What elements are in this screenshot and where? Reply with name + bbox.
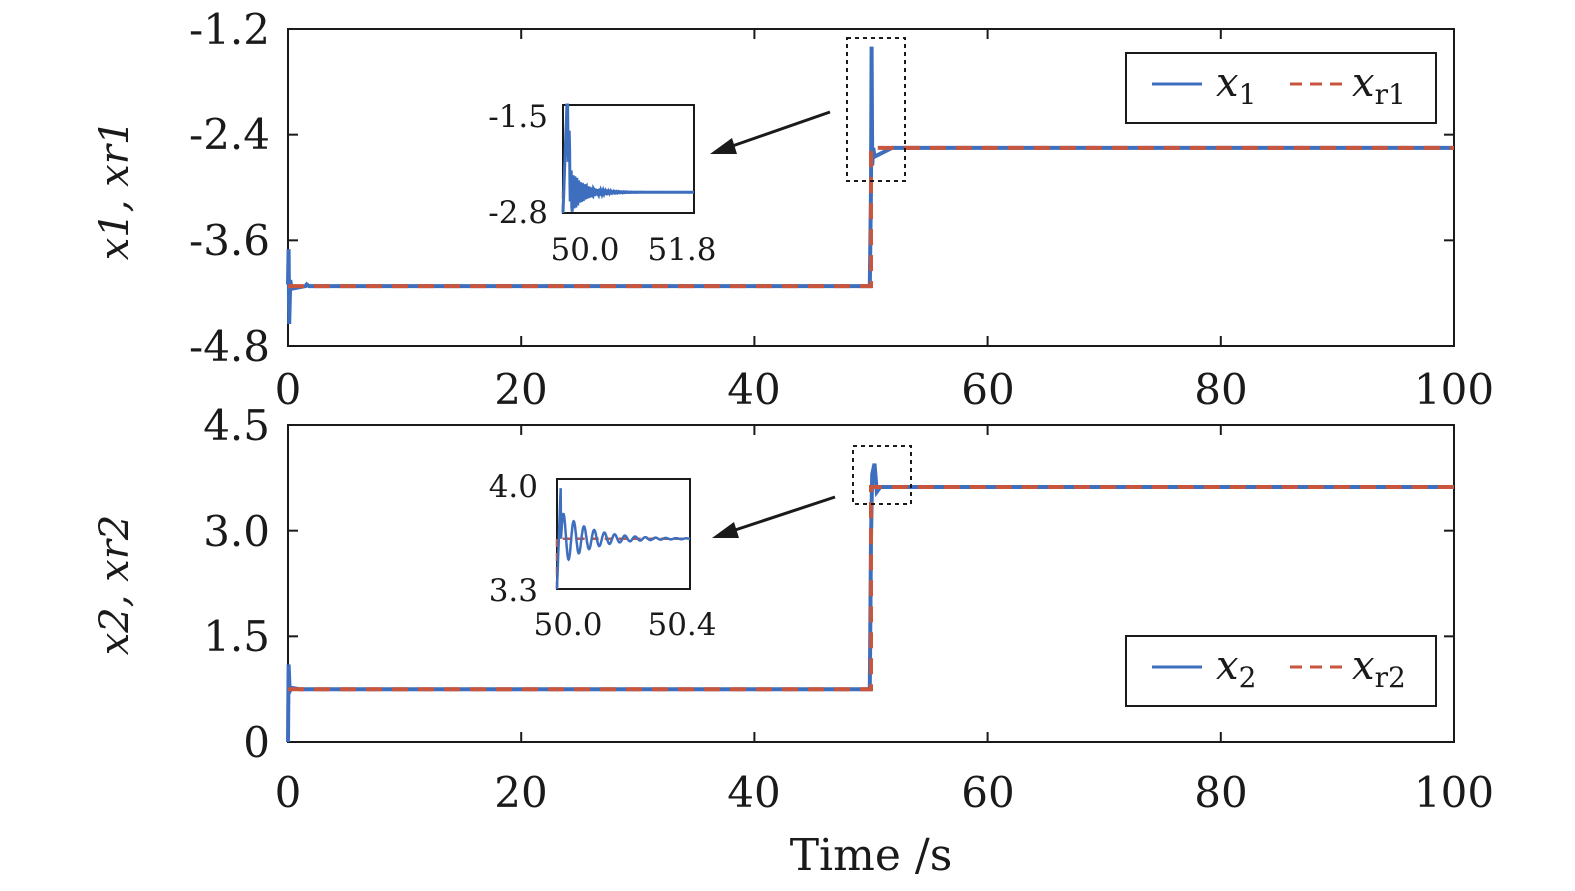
top-zoom-arrowhead bbox=[710, 138, 737, 154]
bottom-xtick-label: 20 bbox=[494, 768, 547, 817]
top-inset: -1.5 -2.8 50.0 51.8 bbox=[488, 99, 716, 268]
bottom-xtick-label: 40 bbox=[727, 768, 780, 817]
bottom-ticks bbox=[287, 424, 1455, 743]
top-legend: x1 xr1 bbox=[1125, 52, 1437, 124]
top-inset-xtick: 50.0 bbox=[550, 232, 619, 268]
top-ylabel: x1, xr1 bbox=[92, 120, 138, 261]
bottom-inset-ytick: 4.0 bbox=[489, 469, 538, 505]
bottom-ytick-label: 4.5 bbox=[203, 401, 270, 450]
top-panel: -1.2 -2.4 -3.6 -4.8 0 20 40 60 80 100 x1… bbox=[92, 5, 1494, 414]
bottom-xlabel: Time /s bbox=[790, 830, 953, 881]
top-inset-series bbox=[561, 103, 694, 214]
bottom-inset-xtick: 50.4 bbox=[647, 607, 716, 643]
top-zoom-box bbox=[846, 37, 906, 182]
bottom-zoom-arrow bbox=[719, 495, 836, 537]
bottom-panel: 4.5 3.0 1.5 0 0 20 40 60 80 100 x2, xr2 … bbox=[92, 401, 1494, 881]
top-ticks bbox=[287, 28, 1455, 347]
top-ytick-label: -1.2 bbox=[189, 5, 270, 54]
bottom-xtick-label: 60 bbox=[961, 768, 1014, 817]
bottom-xtick-label: 0 bbox=[275, 768, 302, 817]
bottom-ytick-label: 0 bbox=[243, 718, 270, 767]
bottom-plot-frame bbox=[287, 424, 1455, 743]
bottom-inset-ytick: 3.3 bbox=[489, 573, 538, 609]
bottom-inset: 4.0 3.3 50.0 50.4 bbox=[489, 469, 717, 643]
bottom-inset-xtick: 50.0 bbox=[533, 607, 602, 643]
bottom-ytick-label: 1.5 bbox=[203, 612, 270, 661]
bottom-legend-box bbox=[1125, 635, 1437, 707]
top-plot-frame bbox=[287, 28, 1455, 347]
top-ytick-label: -2.4 bbox=[189, 110, 270, 159]
bottom-ytick-label: 3.0 bbox=[203, 507, 270, 556]
bottom-zoom-arrowhead bbox=[712, 522, 739, 538]
bottom-xtick-label: 80 bbox=[1194, 768, 1247, 817]
bottom-xtick-label: 100 bbox=[1414, 768, 1494, 817]
top-zoom-arrow bbox=[717, 110, 831, 153]
bottom-inset-series bbox=[555, 488, 691, 590]
bottom-ylabel: x2, xr2 bbox=[92, 515, 138, 656]
top-series-xr1 bbox=[288, 145, 1454, 289]
bottom-inset-frame bbox=[556, 478, 691, 590]
top-inset-ytick: -2.8 bbox=[488, 195, 548, 231]
bottom-inset-series-x2 bbox=[555, 488, 691, 590]
top-inset-ytick: -1.5 bbox=[488, 99, 548, 135]
top-xtick-label: 60 bbox=[961, 365, 1014, 414]
top-legend-box bbox=[1125, 52, 1437, 124]
top-xtick-label: 80 bbox=[1194, 365, 1247, 414]
top-xtick-label: 100 bbox=[1414, 365, 1494, 414]
top-xtick-label: 0 bbox=[275, 365, 302, 414]
top-inset-xtick: 51.8 bbox=[647, 232, 716, 268]
top-ytick-label: -4.8 bbox=[189, 322, 270, 371]
top-inset-series-x1 bbox=[561, 103, 694, 214]
bottom-legend: x2 xr2 bbox=[1125, 635, 1437, 707]
top-xtick-label: 40 bbox=[727, 365, 780, 414]
bottom-series bbox=[286, 463, 1454, 743]
bottom-zoom-box bbox=[852, 445, 912, 505]
top-series bbox=[286, 46, 1454, 325]
top-ytick-label: -3.6 bbox=[189, 216, 270, 265]
bottom-series-xr2 bbox=[288, 485, 1454, 692]
top-xtick-label: 20 bbox=[494, 365, 547, 414]
